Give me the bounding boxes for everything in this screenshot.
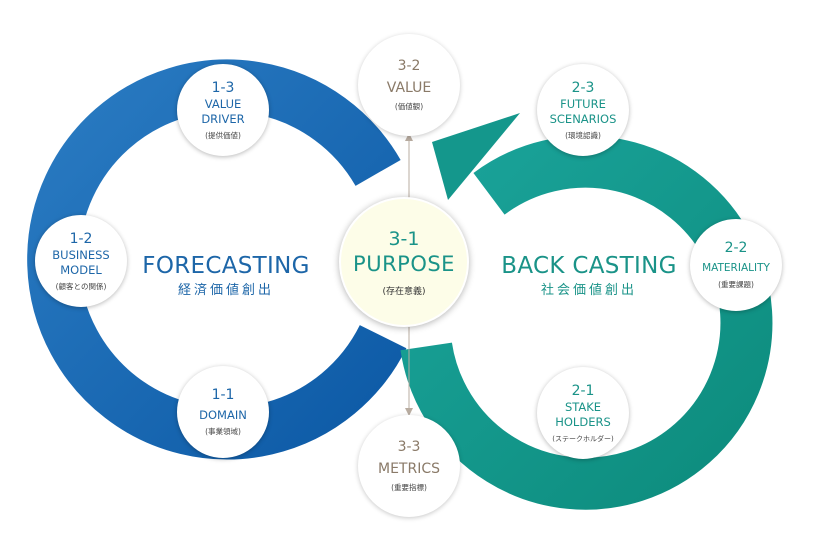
metrics-number: 3-3: [397, 439, 421, 455]
future-scenarios-title: FUTURE SCENARIOS: [549, 96, 617, 126]
arrow-head-icon: [432, 113, 520, 200]
arrow-up-icon: [405, 133, 413, 141]
value-number: 3-2: [397, 58, 421, 74]
metrics-title: METRICS: [378, 461, 440, 477]
forecasting-label: FORECASTING 経済価値創出: [136, 252, 316, 300]
stake-holders-number: 2-1: [571, 382, 595, 399]
stake-holders-node: 2-1 STAKE HOLDERS (ステークホルダー): [537, 367, 629, 459]
purpose-number: 3-1: [388, 227, 420, 250]
arrow-down-icon: [405, 408, 413, 416]
purpose-node: 3-1 PURPOSE (存在意義): [339, 197, 469, 327]
metrics-node: 3-3 METRICS (重要指標): [358, 415, 460, 517]
future-scenarios-node: 2-3 FUTURE SCENARIOS (環境認識): [537, 64, 629, 156]
materiality-subtitle: (重要課題): [718, 280, 754, 289]
business-model-number: 1-2: [69, 230, 93, 247]
forecasting-subtitle: 経済価値創出: [177, 283, 274, 298]
business-model-subtitle: (顧客との関係): [55, 281, 107, 291]
backcasting-ring: [400, 135, 773, 510]
forecasting-title: FORECASTING: [142, 253, 310, 279]
value-subtitle: (価値観): [394, 102, 424, 111]
value-title: VALUE: [386, 80, 432, 96]
domain-subtitle: (事業領域): [205, 427, 241, 436]
domain-number: 1-1: [211, 387, 235, 403]
future-scenarios-subtitle: (環境認識): [565, 130, 601, 140]
value-driver-subtitle: (提供価値): [205, 130, 241, 140]
value-node: 3-2 VALUE (価値観): [358, 34, 460, 136]
value-driver-node: 1-3 VALUE DRIVER (提供価値): [177, 64, 269, 156]
purpose-title: PURPOSE: [353, 251, 455, 276]
backcasting-title: BACK CASTING: [501, 253, 677, 279]
backcasting-label: BACK CASTING 社会価値創出: [491, 252, 687, 300]
future-scenarios-number: 2-3: [571, 79, 595, 96]
stake-holders-subtitle: (ステークホルダー): [552, 434, 614, 443]
backcasting-subtitle: 社会価値創出: [540, 283, 637, 298]
materiality-title: MATERIALITY: [702, 262, 770, 274]
domain-node: 1-1 DOMAIN (事業領域): [177, 366, 269, 458]
stake-holders-title: STAKE HOLDERS: [555, 399, 611, 429]
value-driver-number: 1-3: [211, 79, 235, 96]
domain-title: DOMAIN: [199, 408, 247, 422]
materiality-number: 2-2: [724, 240, 748, 256]
materiality-node: 2-2 MATERIALITY (重要課題): [690, 219, 782, 311]
value-driver-title: VALUE DRIVER: [201, 96, 245, 126]
purpose-subtitle: (存在意義): [382, 286, 426, 297]
business-model-title: BUSINESS MODEL: [52, 247, 110, 277]
business-model-node: 1-2 BUSINESS MODEL (顧客との関係): [35, 215, 127, 307]
metrics-subtitle: (重要指標): [391, 483, 427, 492]
